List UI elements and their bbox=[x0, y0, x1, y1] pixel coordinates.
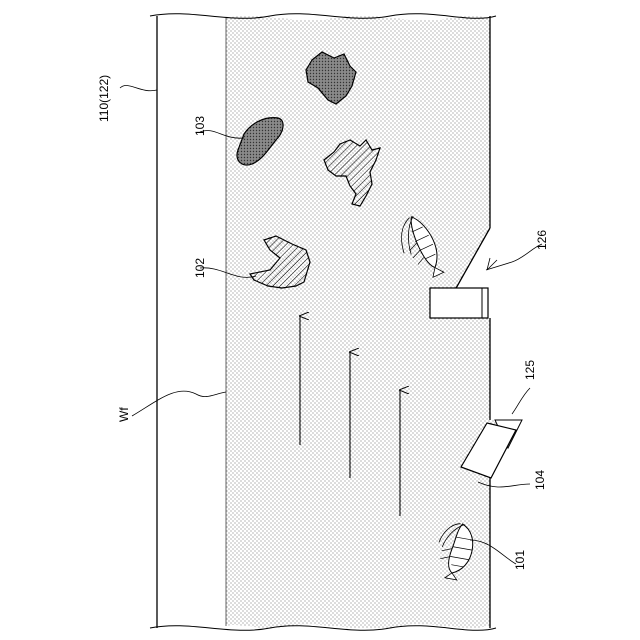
inlet-block bbox=[430, 288, 488, 318]
label-102: 102 bbox=[193, 258, 207, 278]
label-103: 103 bbox=[193, 116, 207, 136]
label-104: 104 bbox=[533, 470, 547, 490]
label-101: 101 bbox=[513, 550, 527, 570]
label-125: 125 bbox=[523, 360, 537, 380]
fluid-region bbox=[226, 16, 520, 629]
label-126: 126 bbox=[535, 230, 549, 250]
label-wf: Wf bbox=[117, 407, 131, 422]
label-channel: 110(122) bbox=[97, 75, 111, 122]
